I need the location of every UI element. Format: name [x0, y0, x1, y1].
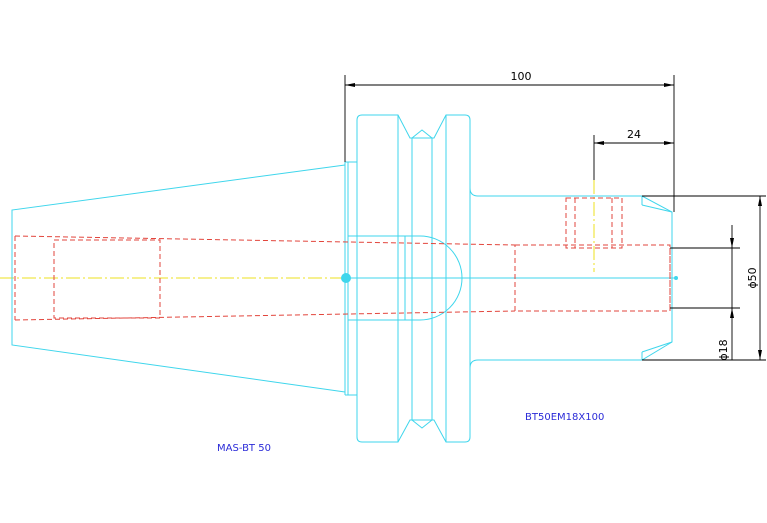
endmill-bore: [514, 244, 671, 312]
arrow-24-right: [664, 141, 674, 145]
holder-outline: [11, 114, 678, 443]
taper-shank: [11, 164, 346, 393]
arrow-50-bottom: [758, 350, 762, 360]
arrow-right: [664, 83, 674, 87]
body-chamfer-bottom: [641, 341, 673, 353]
centerlines: [0, 180, 595, 279]
retention-thread: [53, 239, 161, 319]
center-point: [341, 273, 351, 283]
hidden-features: [14, 197, 671, 321]
arrow-18-top: [730, 238, 734, 248]
arrow-50-top: [758, 196, 762, 206]
end-point: [674, 276, 678, 280]
dimension-bore-depth: 24: [593, 128, 674, 180]
dimension-shank-diameter-text: ϕ50: [746, 267, 759, 288]
standard-label: MAS-BT 50: [217, 443, 271, 454]
arrow-left: [345, 83, 355, 87]
model-label: BT50EM18X100: [525, 412, 604, 423]
dimension-overall-length-text: 100: [511, 70, 532, 83]
arrow-18-bottom: [730, 308, 734, 318]
dimension-bore-diameter-text: ϕ18: [717, 339, 730, 360]
dimension-shank-diameter: ϕ50: [642, 195, 766, 361]
dimension-bore-diameter: ϕ18: [670, 225, 740, 361]
arrow-24-left: [594, 141, 604, 145]
v-groove-top: [411, 129, 433, 139]
bore-bottom: [14, 310, 516, 321]
body-chamfer-top: [641, 204, 673, 213]
set-screw-hole: [565, 197, 623, 249]
dimension-overall-length: 100: [344, 70, 675, 212]
bore-top: [14, 235, 516, 246]
v-groove-bottom: [411, 419, 433, 429]
dimension-bore-depth-text: 24: [627, 128, 641, 141]
holder-body: [469, 187, 673, 369]
